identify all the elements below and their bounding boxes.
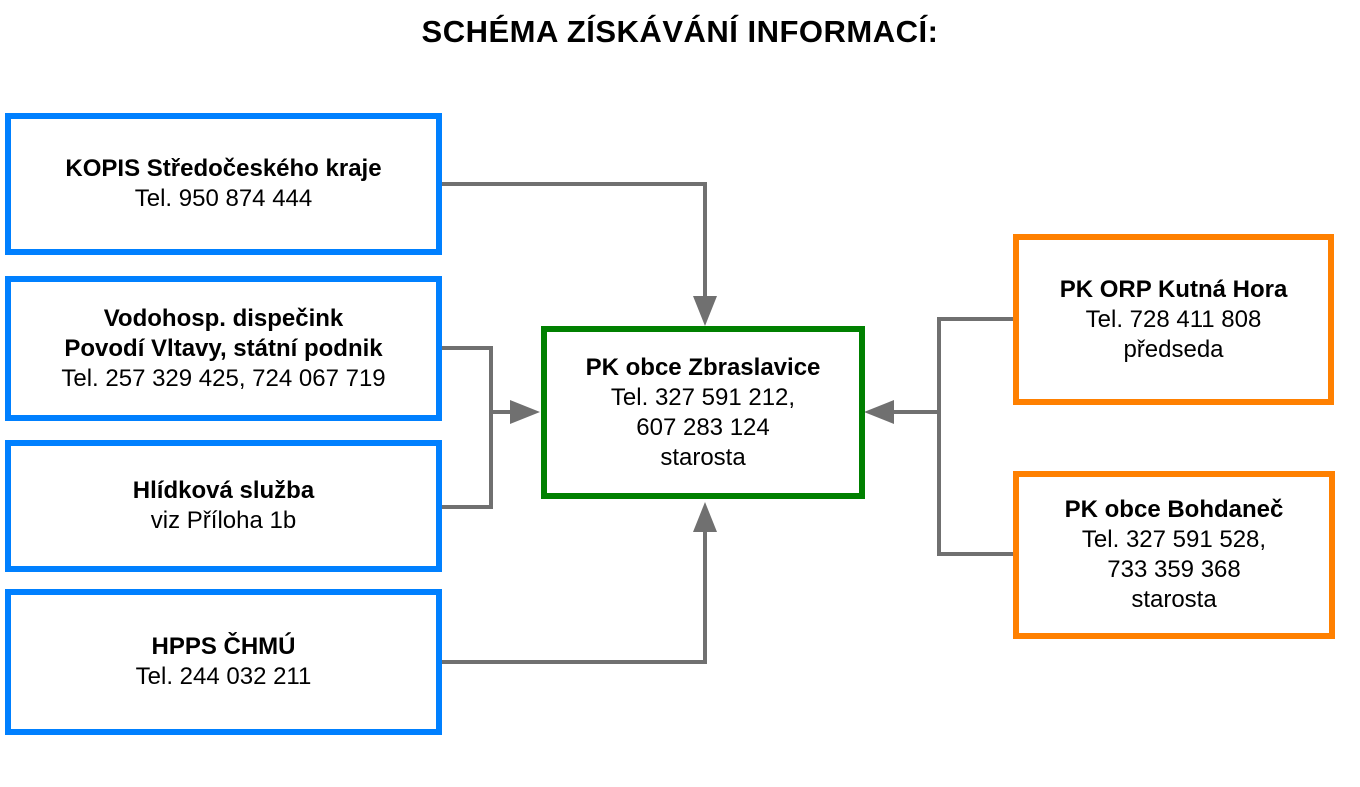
source-reference: viz Příloha 1b bbox=[150, 507, 297, 534]
source-name: KOPIS Středočeského kraje bbox=[65, 155, 382, 182]
connector-hpps bbox=[442, 528, 707, 664]
center-box-zbraslavice: PK obce Zbraslavice Tel. 327 591 212, 60… bbox=[541, 326, 865, 499]
center-name: PK obce Zbraslavice bbox=[585, 353, 821, 381]
arrow-right bbox=[864, 400, 894, 424]
right-role: předseda bbox=[1123, 335, 1224, 363]
right-phone-1: Tel. 327 591 528, bbox=[1081, 526, 1267, 553]
right-name: PK ORP Kutná Hora bbox=[1059, 275, 1288, 303]
center-phone-2: 607 283 124 bbox=[636, 413, 770, 441]
right-name: PK obce Bohdaneč bbox=[1064, 496, 1284, 523]
diagram-title: SCHÉMA ZÍSKÁVÁNÍ INFORMACÍ: bbox=[421, 14, 939, 49]
connector-kopis bbox=[442, 182, 707, 300]
source-name-line-2: Povodí Vltavy, státní podnik bbox=[64, 334, 383, 362]
center-role: starosta bbox=[660, 443, 746, 471]
connector-vodohosp bbox=[442, 346, 493, 509]
source-name-line-1: Vodohosp. dispečink bbox=[103, 304, 344, 332]
source-box-hpps: HPPS ČHMÚ Tel. 244 032 211 bbox=[5, 589, 442, 735]
arrow-top bbox=[693, 296, 717, 326]
source-name: Hlídková služba bbox=[132, 477, 315, 504]
right-box-bohdanec: PK obce Bohdaneč Tel. 327 591 528, 733 3… bbox=[1013, 471, 1335, 639]
source-box-vodohosp: Vodohosp. dispečink Povodí Vltavy, státn… bbox=[5, 276, 442, 421]
source-phone: Tel. 950 874 444 bbox=[134, 185, 313, 212]
right-role: starosta bbox=[1131, 586, 1217, 613]
center-phone-1: Tel. 327 591 212, bbox=[610, 383, 796, 411]
right-phone: Tel. 728 411 808 bbox=[1085, 305, 1262, 333]
source-box-hlidkova: Hlídková služba viz Příloha 1b bbox=[5, 440, 442, 572]
source-name: HPPS ČHMÚ bbox=[151, 633, 296, 660]
connector-orp bbox=[937, 317, 1016, 556]
source-phone: Tel. 244 032 211 bbox=[135, 663, 312, 690]
arrow-left bbox=[510, 400, 540, 424]
right-phone-2: 733 359 368 bbox=[1107, 556, 1241, 583]
source-phone: Tel. 257 329 425, 724 067 719 bbox=[61, 364, 386, 392]
source-box-kopis: KOPIS Středočeského kraje Tel. 950 874 4… bbox=[5, 113, 442, 255]
arrow-bottom bbox=[693, 502, 717, 532]
right-box-orp-kutna-hora: PK ORP Kutná Hora Tel. 728 411 808 předs… bbox=[1013, 234, 1334, 405]
